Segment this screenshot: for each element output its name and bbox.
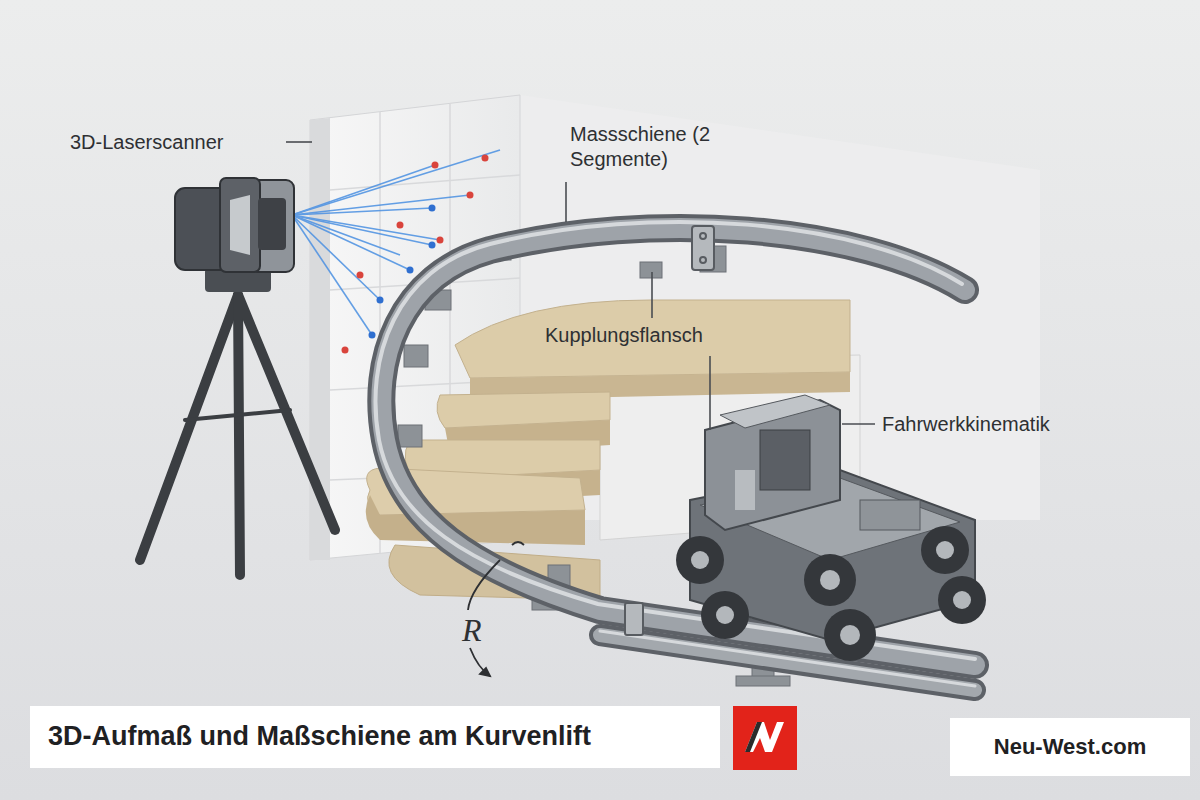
- scan-points: [342, 155, 489, 354]
- laser-beams: [292, 150, 500, 335]
- logo-mark: [733, 706, 797, 770]
- leader-lines: [286, 142, 875, 430]
- dimension-label: R: [462, 610, 482, 650]
- part-label: 3D-Laserscanner: [70, 130, 223, 155]
- radius-arrow: [468, 542, 524, 676]
- website-label: Neu-West.com: [950, 718, 1190, 776]
- laser-scanner: [175, 178, 294, 272]
- part-label: Kupplungsflansch: [545, 323, 703, 348]
- wheels: [676, 526, 986, 661]
- part-label: Massschiene (2 Segmente): [570, 122, 720, 172]
- title-bar: 3D-Aufmaß und Maßschiene am Kurvenlift: [30, 706, 720, 768]
- tripod: [140, 280, 335, 575]
- part-label: Fahrwerkkinematik: [882, 412, 1050, 437]
- rail: [375, 222, 975, 690]
